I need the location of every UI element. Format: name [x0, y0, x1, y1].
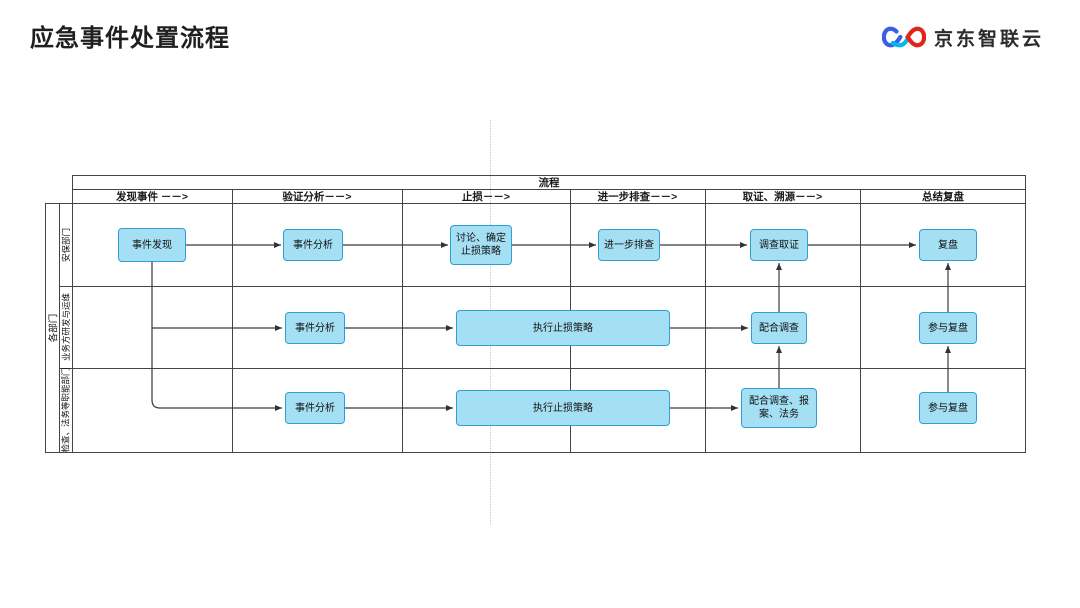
labelcol-border-bottom	[45, 452, 72, 453]
node-review: 复盘	[919, 229, 977, 261]
brand-name: 京东智联云	[933, 28, 1044, 50]
vline-col1-col2	[232, 189, 233, 452]
node-execute-stoploss-r3: 执行止损策略	[456, 390, 670, 426]
flow-arrow	[151, 262, 282, 331]
hline-under-title	[72, 189, 1026, 190]
vline-col5-col6	[860, 189, 861, 452]
labelcol-border-left	[45, 203, 46, 453]
node-join-review-r3: 参与复盘	[919, 392, 977, 424]
table-border-left	[72, 175, 73, 453]
labelcol-border-top	[45, 203, 72, 204]
brand-logo: 京东智联云	[881, 22, 1044, 52]
column-header-review: 总结复盘	[922, 190, 964, 203]
table-border-bottom	[72, 452, 1026, 453]
lane-label-business-rnd-ops: 业务方研发与运维	[60, 292, 71, 362]
vline-col4-col5	[705, 189, 706, 452]
lane-group-label: 各部门	[48, 313, 60, 342]
node-assist-investigation: 配合调查	[751, 312, 807, 344]
node-incident-analysis-r2: 事件分析	[285, 312, 345, 344]
hline-lane1-lane2	[59, 286, 1026, 287]
column-header-stoploss: 止损－－>	[461, 190, 511, 203]
labelcol-divider	[59, 203, 60, 453]
column-header-forensics: 取证、溯源－－>	[742, 190, 823, 203]
table-border-right	[1025, 175, 1026, 453]
node-join-review-r2: 参与复盘	[919, 312, 977, 344]
table-border-top	[72, 175, 1026, 176]
vline-col2-col3	[402, 189, 403, 452]
lane-label-audit-legal-depts: 检查、法务等职能部门	[60, 367, 71, 453]
column-header-discovery: 发现事件 －－>	[115, 190, 189, 203]
node-incident-analysis-r1: 事件分析	[283, 229, 343, 261]
column-header-investigate-more: 进一步排查－－>	[597, 190, 678, 203]
jd-infinity-icon	[881, 22, 926, 52]
node-assist-report-legal: 配合调查、报案、法务	[741, 388, 817, 428]
node-incident-analysis-r3: 事件分析	[285, 392, 345, 424]
node-investigate-forensics: 调查取证	[750, 229, 808, 261]
lane-label-security-dept: 安保部门	[60, 227, 71, 262]
node-discuss-stoploss-strategy: 讨论、确定止损策略	[450, 225, 512, 265]
node-further-investigation: 进一步排查	[598, 229, 660, 261]
hline-under-headers	[72, 203, 1026, 204]
hline-lane2-lane3	[59, 368, 1026, 369]
column-header-verify: 验证分析－－>	[282, 190, 352, 203]
page-title: 应急事件处置流程	[30, 25, 230, 52]
node-execute-stoploss-r2: 执行止损策略	[456, 310, 670, 346]
node-incident-discovery: 事件发现	[118, 228, 186, 262]
table-title: 流程	[538, 176, 560, 189]
